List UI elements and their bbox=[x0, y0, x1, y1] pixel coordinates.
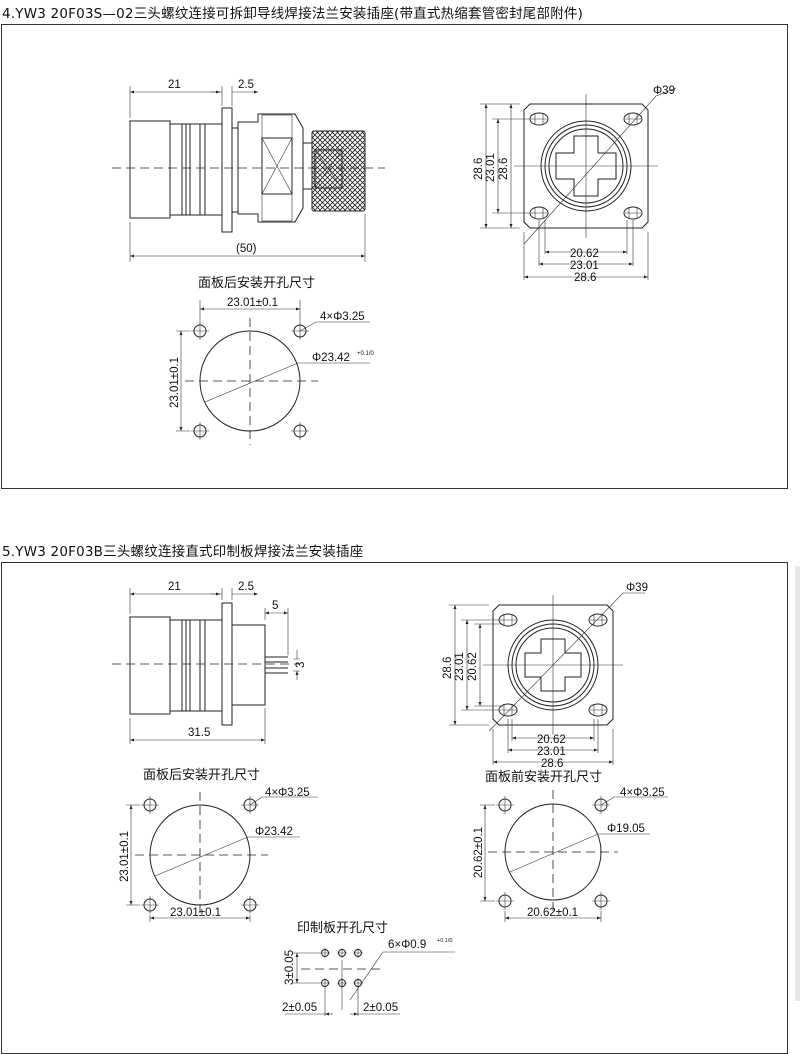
s5-pcb-dim-h-right: 2±0.05 bbox=[363, 1002, 398, 1014]
s5-pcb-dim-h-left: 2±0.05 bbox=[282, 1002, 317, 1014]
s4-front-dim-h-mid: 23.01 bbox=[570, 260, 599, 272]
s4-dim-flange: 2.5 bbox=[238, 79, 254, 91]
s5-pcb-title: 印制板开孔尺寸 bbox=[297, 921, 388, 936]
s5-rear-holes: 4×Φ3.25 bbox=[265, 787, 310, 799]
s4-front-dim-h-inner: 20.62 bbox=[570, 248, 599, 260]
s5-front-bore: Φ19.05 bbox=[607, 823, 645, 835]
s5-dim-flange: 2.5 bbox=[238, 581, 254, 593]
section4-title: 4.YW3 20F03S—02三头螺纹连接可拆卸导线焊接法兰安装插座(带直式热缩… bbox=[2, 6, 584, 22]
s5-dim-pin: 5 bbox=[272, 600, 278, 612]
s5-pcb-dim-v: 3±0.05 bbox=[284, 950, 296, 985]
s4-front-dim-v-inner: 28.6 bbox=[498, 158, 510, 180]
s5-front-cutout: 面板前安装开孔尺寸 20.62±0.1 20.62±0.1 4×Φ3.25 Φ1… bbox=[473, 769, 668, 922]
s4-side-view: 21 2.5 (50) bbox=[112, 79, 385, 262]
s5-front-dim-v-outer: 28.6 bbox=[442, 657, 454, 679]
section5-title: 5.YW3 20F03B三头螺纹连接直式印制板焊接法兰安装插座 bbox=[2, 544, 364, 560]
s4-rear-bore: Φ23.42 bbox=[312, 352, 350, 364]
s4-front-view: 28.6 23.01 28.6 20.62 23.01 28.6 Φ39 bbox=[473, 85, 677, 284]
s4-rear-dim-h: 23.01±0.1 bbox=[227, 297, 278, 309]
s4-rear-cutout: 面板后安装开孔尺寸 23.01±0.1 23.01±0.1 4×Φ3.25 Φ2… bbox=[169, 276, 375, 445]
s5-rear-cutout: 面板后安装开孔尺寸 23.01±0.1 23.01±0.1 4×Φ3.25 Φ2… bbox=[119, 768, 318, 922]
s5-front-dim-h-outer: 28.6 bbox=[541, 758, 563, 770]
s5-dim-length: 21 bbox=[168, 581, 181, 593]
s5-side-view: 21 2.5 5 3 31.5 bbox=[112, 581, 307, 744]
s4-rear-cutout-title: 面板后安装开孔尺寸 bbox=[198, 276, 315, 291]
s4-front-dim-diameter: Φ39 bbox=[653, 85, 675, 97]
s4-rear-holes: 4×Φ3.25 bbox=[320, 311, 365, 323]
s5-front-dim-h-inner: 20.62 bbox=[537, 734, 566, 746]
section4-drawing-frame bbox=[1, 24, 788, 489]
s5-dim-total: 31.5 bbox=[188, 727, 210, 739]
s4-dim-total: (50) bbox=[236, 243, 257, 255]
s4-front-dim-h-outer: 28.6 bbox=[574, 272, 596, 284]
s5-pcb-holes-tol: +0.1/0 bbox=[437, 938, 452, 944]
s5-front-cutout-title: 面板前安装开孔尺寸 bbox=[485, 769, 602, 785]
s5-front-dim-v: 20.62±0.1 bbox=[473, 827, 485, 878]
s4-dim-length: 21 bbox=[168, 79, 181, 91]
s4-front-dim-v-mid: 23.01 bbox=[485, 153, 497, 182]
s5-pcb-cutout: 印制板开孔尺寸 3±0.05 2±0.05 2±0.05 6×Φ0.9 +0.1… bbox=[282, 921, 455, 1016]
s4-rear-bore-tol: +0.1/0 bbox=[357, 351, 375, 357]
s5-front-dim-diameter: Φ39 bbox=[626, 582, 648, 594]
s5-rear-cutout-title: 面板后安装开孔尺寸 bbox=[143, 768, 260, 783]
s5-front-dim-h: 20.62±0.1 bbox=[527, 907, 578, 919]
s5-front-view: 28.6 23.01 20.62 20.62 23.01 28.6 Φ39 bbox=[442, 582, 648, 770]
s5-rear-dim-v: 23.01±0.1 bbox=[119, 831, 131, 882]
s5-front-holes: 4×Φ3.25 bbox=[620, 787, 665, 799]
s5-front-dim-v-inner: 20.62 bbox=[467, 652, 479, 681]
s5-pcb-holes: 6×Φ0.9 bbox=[388, 939, 426, 951]
s5-dim-pitch: 3 bbox=[295, 662, 307, 668]
s4-front-dim-v-outer: 28.6 bbox=[473, 158, 485, 180]
s5-front-dim-v-mid: 23.01 bbox=[454, 652, 466, 681]
s5-rear-dim-h: 23.01±0.1 bbox=[170, 907, 221, 919]
scrollbar[interactable] bbox=[795, 566, 800, 1001]
s5-front-dim-h-mid: 23.01 bbox=[537, 746, 566, 758]
s4-rear-dim-v: 23.01±0.1 bbox=[169, 357, 181, 408]
s5-rear-bore: Φ23.42 bbox=[255, 826, 293, 838]
